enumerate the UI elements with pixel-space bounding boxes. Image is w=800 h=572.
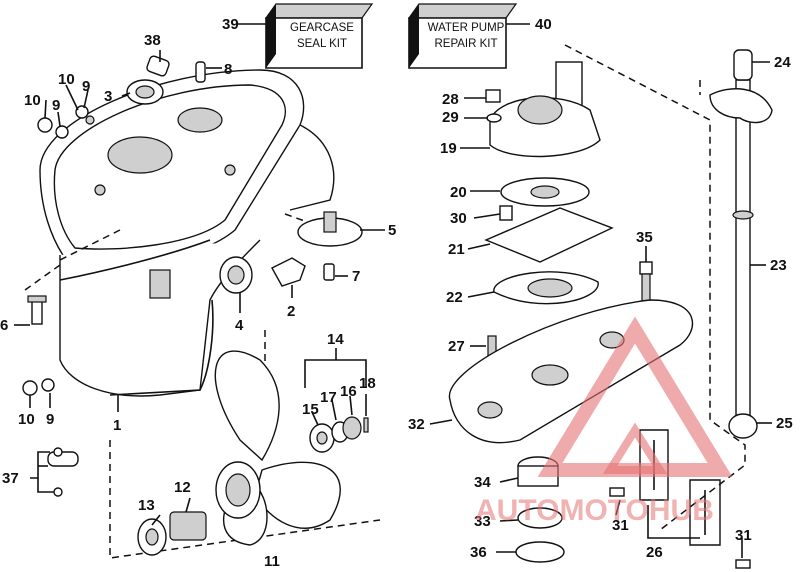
callout-29: 29 xyxy=(442,109,459,126)
screw-6 xyxy=(27,295,47,325)
callout-13: 13 xyxy=(138,497,155,514)
callout-24: 24 xyxy=(774,54,791,71)
callout-32: 32 xyxy=(408,416,425,433)
callout-26: 26 xyxy=(646,544,663,561)
propeller-11 xyxy=(214,350,341,546)
grommet-25 xyxy=(728,413,758,439)
callout-30: 30 xyxy=(450,210,467,227)
callout-7: 7 xyxy=(352,268,360,285)
nut-washer-upper xyxy=(37,105,89,139)
callout-28: 28 xyxy=(442,91,459,108)
kit-39-number: 39 xyxy=(222,16,239,33)
callout-8: 8 xyxy=(224,61,232,78)
automotohub-watermark: AUTOMOTOHUB xyxy=(475,316,733,527)
callout-27: 27 xyxy=(448,338,465,355)
callout-9-top: 9 xyxy=(82,78,90,95)
callout-10-top: 10 xyxy=(58,71,75,88)
stud-35 xyxy=(639,261,653,305)
callout-19: 19 xyxy=(440,140,457,157)
gasket-22 xyxy=(493,271,599,305)
callout-11: 11 xyxy=(264,553,280,570)
nut-washer-lower xyxy=(22,378,55,396)
pin-8 xyxy=(195,61,206,83)
leader-lines xyxy=(14,50,772,558)
callout-31-left: 31 xyxy=(612,517,629,534)
key-30 xyxy=(499,205,513,221)
callout-20: 20 xyxy=(450,184,467,201)
callout-23: 23 xyxy=(770,257,787,274)
callout-33: 33 xyxy=(474,513,491,530)
callout-numbers: 38 8 3 10 9 10 9 5 7 2 4 6 1 10 9 37 14 … xyxy=(0,32,793,570)
impeller-20 xyxy=(500,177,590,207)
callout-14: 14 xyxy=(327,331,344,348)
kit-40-number: 40 xyxy=(535,16,552,33)
callout-31-right: 31 xyxy=(735,527,752,544)
dash-guide-prop xyxy=(109,440,381,559)
callout-5: 5 xyxy=(388,222,396,239)
spacer-12 xyxy=(169,511,207,541)
oring-36 xyxy=(515,541,565,563)
dash-guide-6 xyxy=(24,264,61,291)
kit-40-line2: REPAIR KIT xyxy=(434,38,497,50)
water-pump-repair-kit-box: WATER PUMP REPAIR KIT 40 xyxy=(407,3,552,69)
callout-10-left: 10 xyxy=(24,92,41,109)
callout-1: 1 xyxy=(113,417,121,434)
plate-21 xyxy=(484,207,614,263)
nut-28 xyxy=(485,89,501,103)
bracket-37 xyxy=(47,447,79,497)
callout-15: 15 xyxy=(302,401,319,418)
anode-2 xyxy=(271,257,306,287)
callout-9-left: 9 xyxy=(52,97,60,114)
callout-6: 6 xyxy=(0,317,8,334)
washer-13 xyxy=(137,518,167,556)
seal-4 xyxy=(219,256,253,294)
seal-33 xyxy=(517,507,563,529)
callout-9-bottom: 9 xyxy=(46,411,54,428)
callout-2: 2 xyxy=(287,303,295,320)
callout-21: 21 xyxy=(448,241,465,258)
callout-16: 16 xyxy=(340,383,357,400)
callout-25: 25 xyxy=(776,415,793,432)
washer-29 xyxy=(486,113,502,123)
callout-4: 4 xyxy=(235,317,244,334)
kit-39-line2: SEAL KIT xyxy=(297,38,347,50)
screw-31 xyxy=(609,487,751,569)
screw-7 xyxy=(323,263,335,281)
pump-housing-19 xyxy=(489,61,601,158)
bearing-3 xyxy=(126,79,164,105)
callout-35: 35 xyxy=(636,229,653,246)
callout-12: 12 xyxy=(174,479,191,496)
gearcase-housing xyxy=(39,69,335,397)
callout-38: 38 xyxy=(144,32,161,49)
callout-18: 18 xyxy=(359,375,376,392)
driveshaft-23 xyxy=(732,79,754,421)
callout-37: 37 xyxy=(2,470,19,487)
kit-39-line1: GEARCASE xyxy=(290,22,354,34)
watermark-text: AUTOMOTOHUB xyxy=(475,494,714,527)
callout-36: 36 xyxy=(470,544,487,561)
plug-38 xyxy=(146,55,170,77)
plate-5 xyxy=(297,211,363,247)
callout-10-bottom: 10 xyxy=(18,411,35,428)
cap-24 xyxy=(733,49,753,81)
gearcase-seal-kit-box: GEARCASE SEAL KIT 39 xyxy=(222,3,374,69)
thrust-parts-15-18 xyxy=(309,416,369,453)
plate-top-shaft xyxy=(709,88,773,124)
callout-3: 3 xyxy=(104,88,112,105)
callout-34: 34 xyxy=(474,474,491,491)
callout-17: 17 xyxy=(320,389,337,406)
kit-40-line1: WATER PUMP xyxy=(428,22,505,34)
callout-22: 22 xyxy=(446,289,463,306)
